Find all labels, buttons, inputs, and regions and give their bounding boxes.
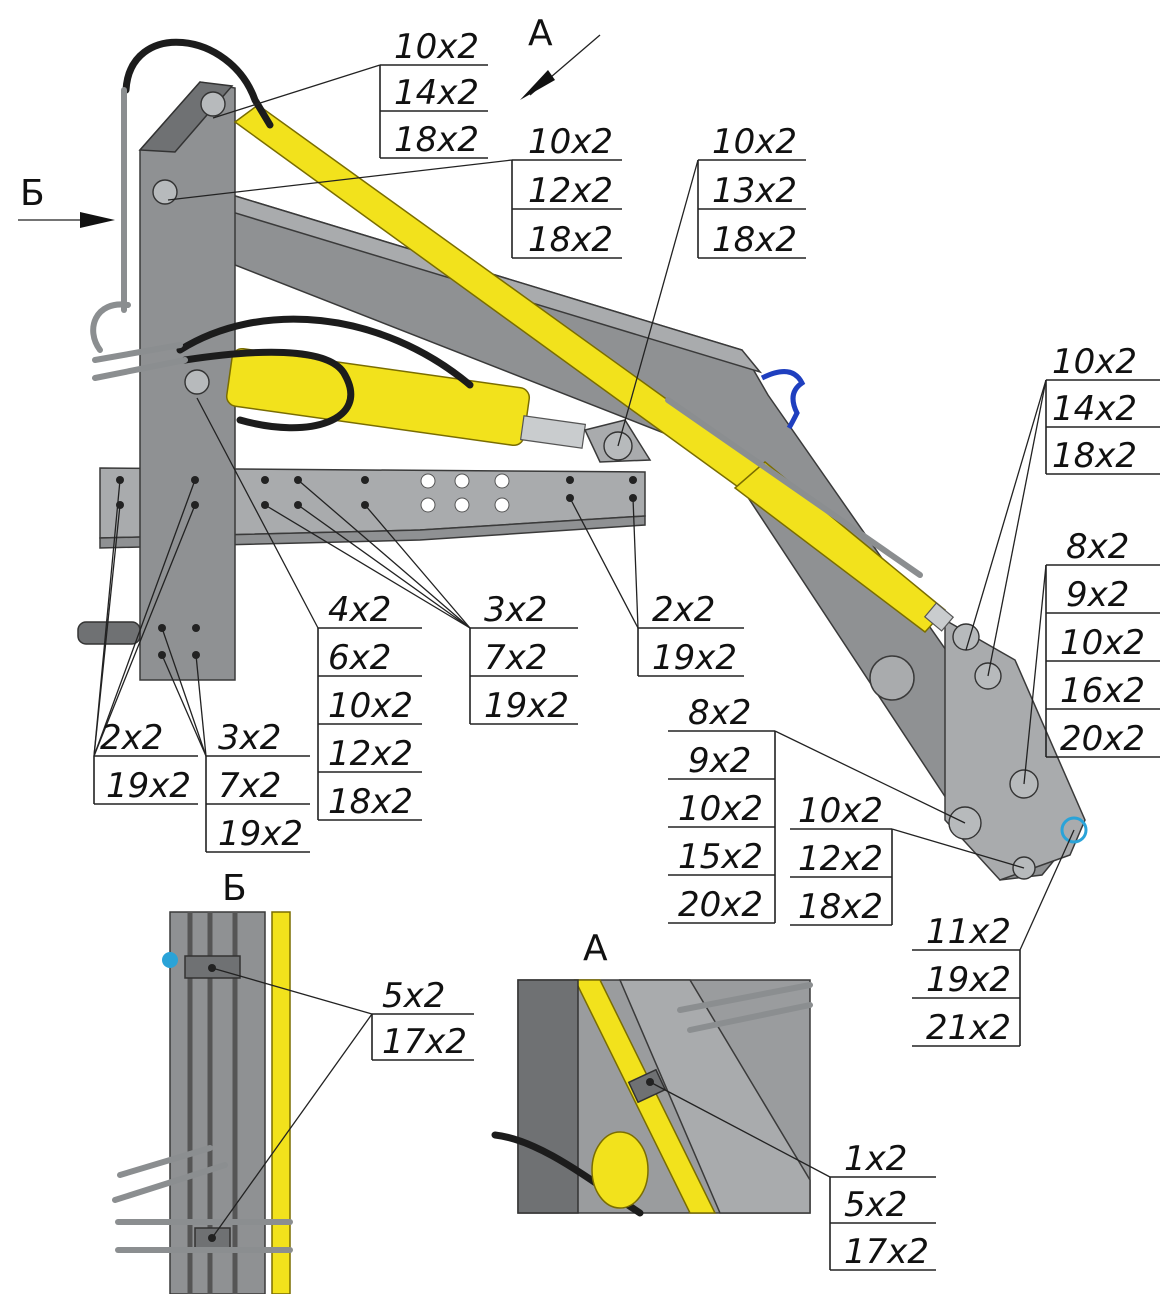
beam-holes [420, 473, 510, 513]
right-pipe-line [665, 397, 923, 578]
detail-a-cylinder-end [591, 1131, 649, 1209]
callout-tip-lower-mid: 10x2 12x2 18x2 [790, 791, 893, 927]
callout-mast-upper-pin: 10x2 12x2 18x2 [511, 122, 622, 260]
callout-label: 17x2 [382, 1022, 467, 1062]
boom-round-cover [869, 655, 915, 701]
callout-label: 18x2 [328, 782, 413, 822]
left-pipes-1 [92, 342, 183, 363]
callout-label: 16x2 [1060, 671, 1145, 711]
view-b-label: Б [20, 173, 45, 214]
left-elbow [90, 301, 131, 353]
callout-label: 5x2 [382, 976, 445, 1016]
callout-label: 15x2 [678, 837, 763, 877]
callout-beam-center-bolts: 3x2 7x2 19x2 [469, 590, 578, 726]
upper-hose [122, 38, 274, 129]
callout-label: 18x2 [394, 120, 479, 160]
callout-label: 19x2 [652, 638, 737, 678]
detail-view-b: Б [112, 868, 293, 1294]
detail-b-label: Б [222, 868, 247, 909]
callout-top-cylinder-head: 10x2 14x2 18x2 [379, 27, 488, 160]
mast-side-stub [77, 621, 141, 645]
callout-label: 12x2 [328, 734, 413, 774]
callout-label: 8x2 [1066, 527, 1129, 567]
callout-label: 12x2 [528, 171, 613, 211]
callout-tip-lower-left: 8x2 9x2 10x2 15x2 20x2 [668, 693, 776, 925]
callout-label: 19x2 [106, 766, 191, 806]
detail-a-diagonal-beam [618, 979, 811, 1214]
callout-label: 9x2 [1066, 575, 1129, 615]
leader-lines [93, 64, 1075, 1239]
callout-label: 19x2 [484, 686, 569, 726]
lower-hose [181, 348, 355, 432]
callout-label: 17x2 [844, 1232, 929, 1272]
callout-label: 3x2 [484, 590, 547, 630]
callout-label: 12x2 [798, 839, 883, 879]
callout-label: 10x2 [1052, 342, 1137, 382]
callout-tip-bushing: 11x2 19x2 21x2 [912, 912, 1021, 1048]
callout-label: 19x2 [926, 960, 1011, 1000]
callout-beam-right-bolts: 2x2 19x2 [637, 590, 744, 678]
callout-label: 13x2 [712, 171, 797, 211]
callout-label: 2x2 [100, 718, 163, 758]
callout-label: 9x2 [688, 741, 751, 781]
left-pipes-2 [92, 357, 188, 381]
callout-label: 10x2 [528, 122, 613, 162]
callout-label: 10x2 [798, 791, 883, 831]
callout-beam-left-bolts: 2x2 19x2 [93, 718, 198, 806]
callout-label: 18x2 [528, 220, 613, 260]
callout-label: 4x2 [328, 590, 391, 630]
callout-label: 5x2 [844, 1185, 907, 1225]
detail-b-blue-fitting [162, 952, 178, 968]
view-b-arrowhead [80, 212, 115, 228]
callout-label: 18x2 [1052, 436, 1137, 476]
callout-cylinder-lower-mount: 4x2 6x2 10x2 12x2 18x2 [317, 590, 422, 822]
callout-label: 14x2 [1052, 389, 1137, 429]
detail-a-pipes [677, 982, 813, 1033]
callout-label: 21x2 [926, 1008, 1011, 1048]
callout-label: 20x2 [678, 885, 763, 925]
detail-a-label: А [583, 928, 608, 969]
callout-label: 11x2 [926, 912, 1011, 952]
detail-b-yellow-strip [271, 911, 291, 1294]
callout-label: 10x2 [1060, 623, 1145, 663]
tip-bushing-ring [1060, 816, 1088, 844]
detail-a-clamp [627, 1068, 667, 1104]
callout-label: 8x2 [688, 693, 751, 733]
view-a-arrowhead [520, 70, 555, 100]
callout-mast-base-bolts: 3x2 7x2 19x2 [205, 718, 310, 854]
callout-label: 19x2 [218, 814, 303, 854]
callout-label: 1x2 [844, 1139, 907, 1179]
callout-detail-a-clamp: 1x2 5x2 17x2 [829, 1139, 936, 1272]
callout-elbow-upper: 10x2 14x2 18x2 [1045, 342, 1160, 476]
callout-label: 7x2 [484, 638, 547, 678]
callout-label: 14x2 [394, 73, 479, 113]
callout-label: 7x2 [218, 766, 281, 806]
callout-label: 10x2 [712, 122, 797, 162]
callout-elbow-right: 8x2 9x2 10x2 16x2 20x2 [1045, 527, 1160, 759]
detail-b-hose-1 [117, 1145, 213, 1178]
detail-a-column [517, 979, 579, 1214]
hose-bracket [760, 369, 806, 430]
callout-label: 2x2 [652, 590, 715, 630]
callout-label: 18x2 [798, 887, 883, 927]
view-a-label: А [528, 13, 553, 54]
detail-view-a: А [491, 928, 813, 1217]
middle-hose [176, 315, 474, 389]
base-beam-face [99, 515, 646, 549]
detail-b-hose-2 [112, 1162, 228, 1203]
callout-label: 20x2 [1060, 719, 1145, 759]
callout-label: 3x2 [218, 718, 281, 758]
callout-label: 10x2 [394, 27, 479, 67]
callout-boom-pivot: 10x2 13x2 18x2 [697, 122, 806, 260]
lower-cylinder-rod [519, 415, 587, 449]
callout-label: 10x2 [328, 686, 413, 726]
callout-label: 6x2 [328, 638, 391, 678]
callout-label: 10x2 [678, 789, 763, 829]
callout-label: 18x2 [712, 220, 797, 260]
main-cylinder-rod-tip [923, 602, 955, 632]
callout-detail-b-clamp: 5x2 17x2 [371, 976, 474, 1062]
